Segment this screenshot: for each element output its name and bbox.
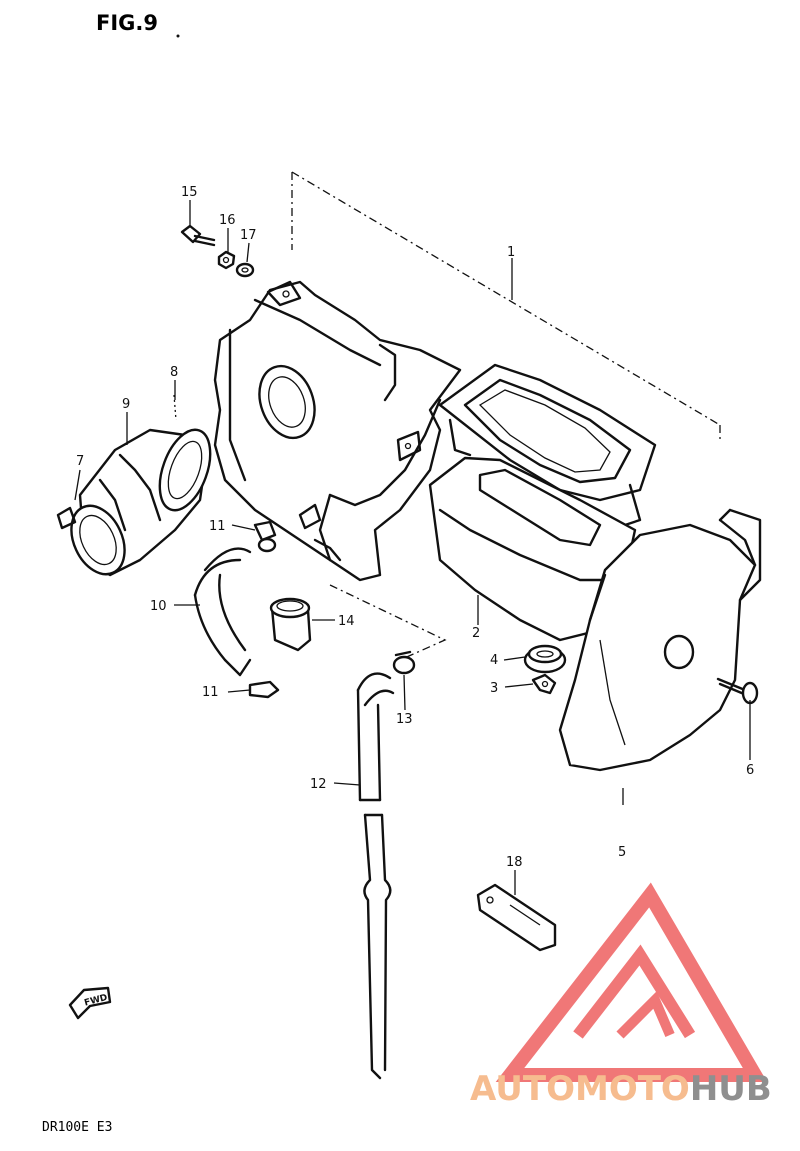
drain-tube-part-12 xyxy=(356,672,395,1080)
grommet-part-4 xyxy=(523,644,567,674)
model-code: DR100E E3 xyxy=(42,1120,112,1135)
filter-frame xyxy=(438,363,657,527)
callout-14: 14 xyxy=(338,614,355,629)
callout-5: 5 xyxy=(618,845,626,860)
callout-6: 6 xyxy=(746,763,754,778)
watermark-logo: AUTOMOTOHUB xyxy=(470,882,772,1109)
callout-11-lower: 11 xyxy=(202,685,219,700)
callout-2: 2 xyxy=(472,626,480,641)
stray-dot xyxy=(176,34,180,38)
callout-11-upper: 11 xyxy=(209,519,226,534)
callout-10: 10 xyxy=(150,599,167,614)
clip-part-11-lower xyxy=(248,680,280,699)
callout-15: 15 xyxy=(181,185,198,200)
callout-1: 1 xyxy=(507,245,515,260)
callout-8: 8 xyxy=(170,365,178,380)
callout-labels: 1 2 3 4 5 6 7 8 9 10 11 11 12 13 14 15 1… xyxy=(76,185,754,870)
callout-17: 17 xyxy=(240,228,257,243)
bolt-part-15 xyxy=(180,224,216,247)
assembly-bracket xyxy=(291,171,721,661)
callout-7: 7 xyxy=(76,454,84,469)
clip-part-11-upper xyxy=(253,520,277,553)
callout-3: 3 xyxy=(490,681,498,696)
cap-part-14 xyxy=(269,597,312,652)
leader-lines xyxy=(74,200,751,895)
callout-4: 4 xyxy=(490,653,498,668)
callout-12: 12 xyxy=(310,777,327,792)
hose-part-10 xyxy=(193,547,252,677)
callout-16: 16 xyxy=(219,213,236,228)
clip-part-13 xyxy=(392,650,416,675)
air-cleaner-case-part-1 xyxy=(213,280,462,582)
figure-title: FIG.9 xyxy=(96,11,158,35)
clip-part-3 xyxy=(531,673,557,695)
nut-part-16 xyxy=(217,250,236,270)
washer-part-17 xyxy=(235,262,255,278)
watermark-text-auto: AUTOMOTOHUB xyxy=(470,1069,772,1109)
callout-13: 13 xyxy=(396,712,413,727)
callout-9: 9 xyxy=(122,397,130,412)
callout-18: 18 xyxy=(506,855,523,870)
clamp-part-7 xyxy=(56,504,126,576)
fwd-arrow: FWD xyxy=(68,986,112,1020)
air-cleaner-cover-part-5 xyxy=(558,508,762,772)
bracket-part-18 xyxy=(476,883,557,952)
